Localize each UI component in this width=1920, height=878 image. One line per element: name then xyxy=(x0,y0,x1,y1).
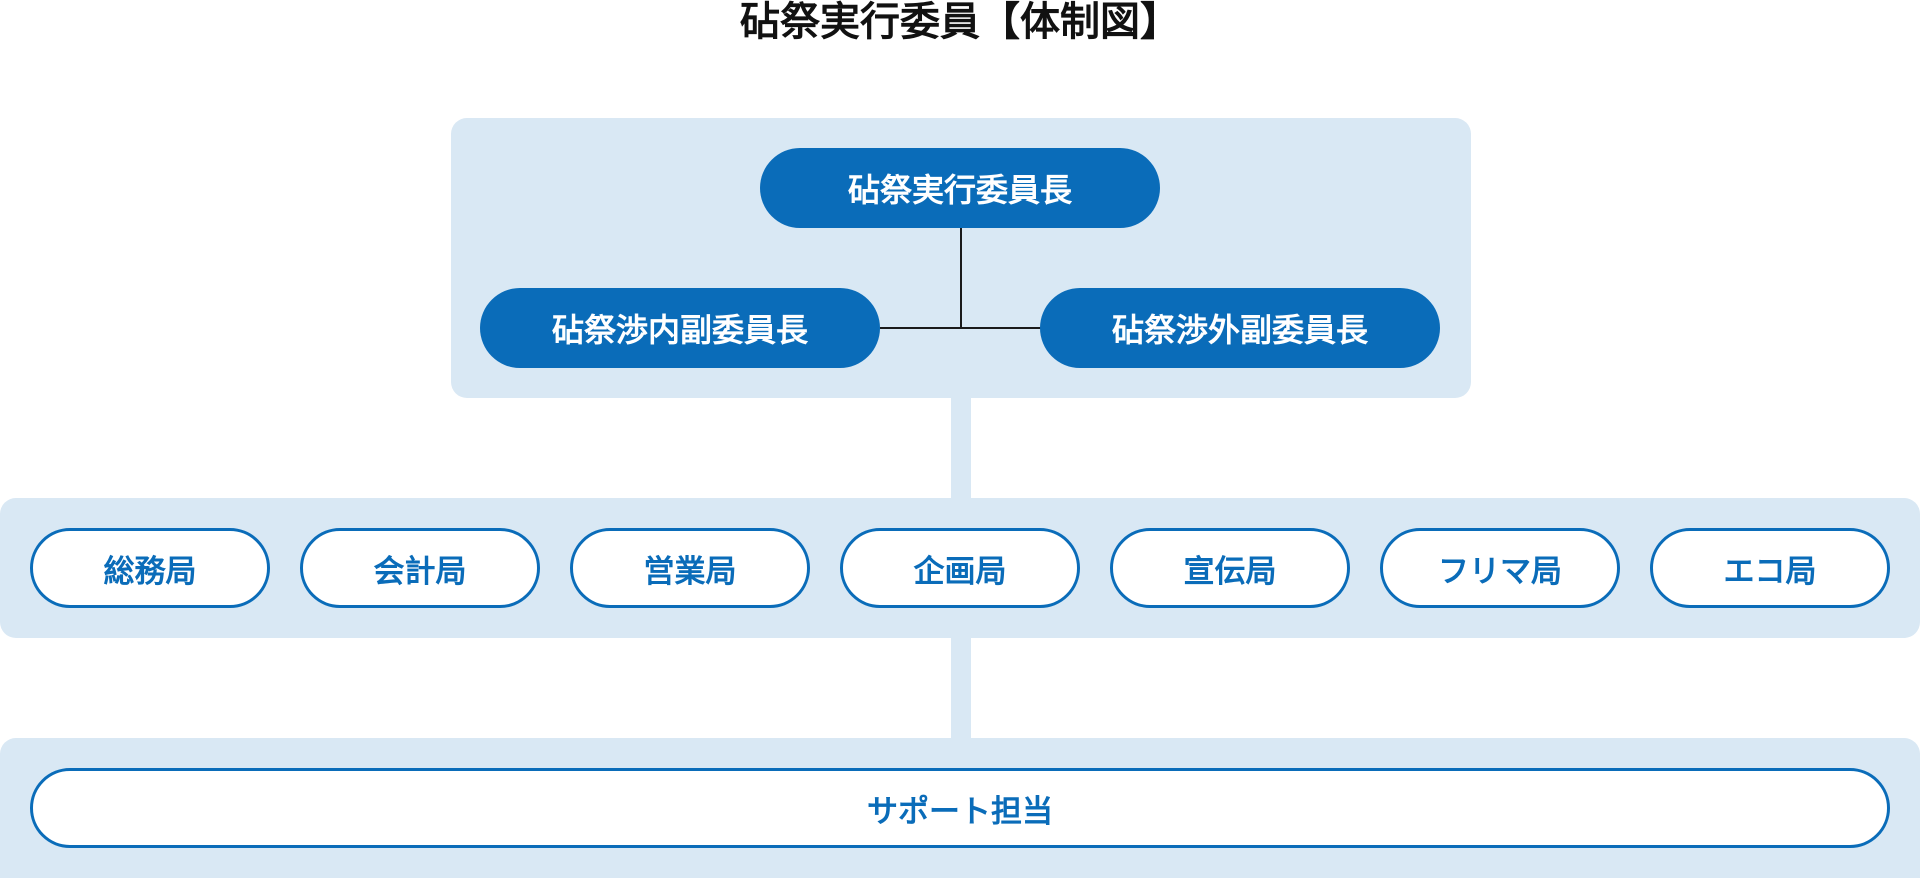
bureau-node: 宣伝局 xyxy=(1110,528,1350,608)
diagram-title: 砧祭実行委員【体制図】 xyxy=(740,0,1180,45)
support-node: サポート担当 xyxy=(30,768,1890,848)
bureau-node: エコ局 xyxy=(1650,528,1890,608)
bureau-node: 企画局 xyxy=(840,528,1080,608)
bureau-node: フリマ局 xyxy=(1380,528,1620,608)
chair-node: 砧祭実行委員長 xyxy=(760,148,1160,228)
vice-external-node: 砧祭渉外副委員長 xyxy=(1040,288,1440,368)
bureau-node: 営業局 xyxy=(570,528,810,608)
vice-internal-node: 砧祭渉内副委員長 xyxy=(480,288,880,368)
connector-leadership-bureaus xyxy=(951,396,971,500)
connector-chair-vertical xyxy=(960,228,962,329)
connector-bureaus-support xyxy=(951,636,971,740)
bureau-node: 総務局 xyxy=(30,528,270,608)
connector-vice-horizontal xyxy=(880,327,1042,329)
bureau-node: 会計局 xyxy=(300,528,540,608)
